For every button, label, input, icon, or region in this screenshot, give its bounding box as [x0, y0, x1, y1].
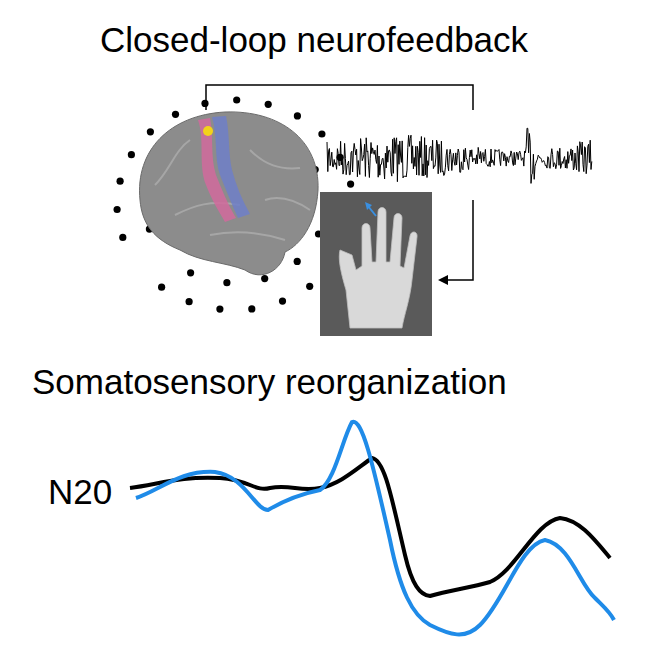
electrode-dot [223, 279, 230, 286]
electrode-dot [279, 298, 286, 305]
electrode-dot [117, 178, 124, 185]
electrode-dot [114, 206, 121, 213]
electrode-dot [201, 100, 208, 107]
section-heading: Somatosensory reorganization [32, 362, 507, 402]
target-electrode [203, 126, 213, 136]
electrode-dot [186, 298, 193, 305]
n20-waveform-pre [130, 458, 610, 596]
component-label: N20 [48, 472, 112, 512]
electrode-dot [347, 181, 354, 188]
electrode-dot [172, 111, 179, 118]
electrode-dot [128, 151, 135, 158]
somatosensory-cortex [212, 116, 250, 218]
electrode-dot [306, 283, 313, 290]
hand [339, 208, 417, 329]
feedback-line [446, 200, 473, 280]
electrode-dot [147, 128, 154, 135]
brain [140, 112, 319, 275]
electrode-dot [318, 130, 325, 137]
eeg-signal [327, 128, 592, 183]
electrode-dot [294, 112, 301, 119]
electrode-dots [114, 96, 357, 312]
hand-panel [320, 192, 432, 336]
electrode-dot [119, 234, 126, 241]
electrode-dot [248, 305, 255, 312]
electrode-dot [294, 258, 301, 265]
electrode-dot [187, 269, 194, 276]
loop-line [206, 85, 473, 110]
finger-arrow-head [365, 202, 372, 210]
section-heading: Closed-loop neurofeedback [100, 20, 528, 60]
electrode-dot [158, 284, 165, 291]
electrode-dot [261, 275, 268, 282]
n20-waveform-post [136, 422, 614, 635]
electrode-dot [233, 96, 240, 103]
electrode-dot [265, 101, 272, 108]
arrow-head [438, 275, 448, 285]
electrode-dot [216, 306, 223, 313]
